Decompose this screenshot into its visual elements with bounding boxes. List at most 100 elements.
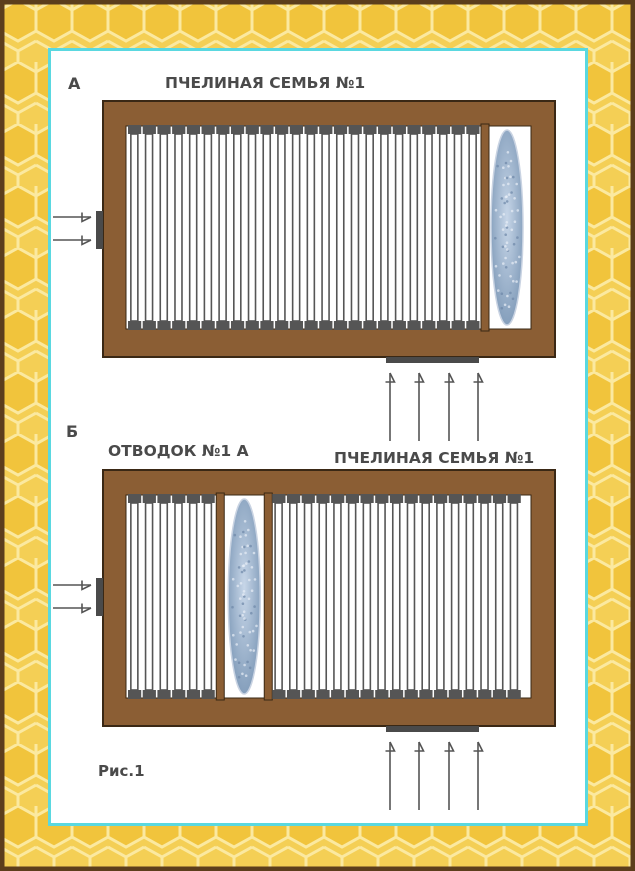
hive-a-frame-bottom-lug [260,321,274,330]
hive-a-frame-comb [424,133,433,322]
hive-a-feeder-speckle [506,248,509,251]
hive-b-comb-frame [419,494,433,699]
hive-b-feeder-speckle [237,566,241,569]
hive-b-comb-frame [142,494,156,699]
hive-a-feeder-speckle [502,183,505,187]
hive-a-frame-top-lug [333,125,348,134]
hive-b-feeder-speckle [232,633,235,637]
hive-b-feeder-speckle [241,625,245,629]
hive-b-feeder-speckle [253,605,256,608]
hive-b-frame-comb [303,502,313,691]
hive-b-frame-top-lug [419,494,433,503]
hive-b-comb-frame [301,494,315,699]
hive-a-feeder-speckle [513,220,517,223]
hive-b-frame-top-lug [301,494,315,503]
section-b-title-right: ПЧЕЛИНАЯ СЕМЬЯ №1 [334,449,535,467]
hive-b-comb-frame [389,494,404,699]
hive-b-frame-comb [406,502,416,691]
hive-a-frame-bottom-lug [275,321,289,330]
hive-b-feeder-speckle [237,661,241,664]
hive-a-frame-top-lug [260,125,274,134]
hive-a-comb-frame [363,125,377,330]
hive-a-frame-top-lug [392,125,406,134]
hive-a-frame-bottom-lug [333,321,348,330]
hive-b-feeder-speckle [244,534,248,537]
hive-b-frame-comb [480,502,489,691]
section-a-title: ПЧЕЛИНАЯ СЕМЬЯ №1 [165,74,366,92]
hive-b-frame-bottom-lug [419,690,433,699]
hive-b-feeder-speckle [247,560,251,563]
hive-b-feeder-speckle [250,611,253,615]
hive-b-feeder-speckle [255,624,258,628]
hive-a-frame-top-lug [319,125,333,134]
hive-b-feeder-speckle [247,528,250,532]
hive-a-frame-comb [409,133,419,322]
hive-a-feeder-speckle [505,176,509,180]
hive-a-frame-comb [335,133,345,322]
hive-a-comb-frame [142,125,156,330]
hive-a-frame-comb [233,133,242,322]
hive-a-feeder-speckle [506,294,509,298]
hive-b-bottom-arrow-1-head [385,741,396,752]
hive-b-frame-top-lug [448,494,462,503]
hive-b-frame-bottom-lug [186,690,201,699]
hive-a-feeder-speckle [511,297,515,301]
hive-a-comb-frame [275,125,289,330]
hive-b-comb-frame [492,494,507,699]
hive-b-feeder-speckle [239,535,242,538]
hive-b-bottom-arrow-2-head [414,741,425,752]
hive-b-feeder-speckle [241,602,245,605]
hive-a-frame-top-lug [245,125,259,134]
hive-b-frame-top-lug [272,494,286,503]
hive-b-comb-frame [434,494,448,699]
hive-b-frame-comb [318,502,328,691]
hive-a-feeder-speckle [510,191,513,194]
hive-a-feeder-speckle [509,291,512,295]
hive-b-feeder-speckle [242,593,245,596]
hive-b-feeder-speckle [231,577,235,581]
hive-a-bottom-arrow-1-head [385,372,396,383]
hive-b-feeder-speckle [233,533,237,537]
hive-b-feeder-speckle [242,610,246,613]
hive-a-bottom-arrow-4 [473,372,484,441]
hive-b-feeder-speckle [245,562,248,565]
hive-b-frame-bottom-lug [331,690,345,699]
hive-a-frame-bottom-lug [142,321,156,330]
hive-a-frame-bottom-lug [348,321,362,330]
hive-b-feeder-speckle [243,545,246,549]
hive-b-feeder-speckle [243,617,246,620]
hive-a-frame-bottom-lug [407,321,421,330]
hive-a-frame-bottom-lug [201,321,215,330]
hive-a-frame-bottom-lug [304,321,318,330]
hive-b-frame-comb [421,502,430,691]
hive-b-divider [215,492,225,701]
hive-a-comb-frame [172,125,186,330]
hive-a-frame-top-lug [304,125,318,134]
hive-a-feeder-speckle [510,209,514,213]
hive-b-frame-top-lug [360,494,374,503]
hive-b-comb-frame [507,494,521,699]
hive-a-frame-top-lug [451,125,465,134]
hive-b-frame-comb [333,502,342,691]
hive-b-frame-top-lug [434,494,448,503]
hive-b-frame-bottom-lug [142,690,156,699]
hive-a-frame-top-lug [172,125,186,134]
hive-b-frame-top-lug [375,494,389,503]
hive-a-comb-frame [436,125,451,330]
hive-a-feeder-speckle [505,241,509,244]
hive-b-comb-frame [448,494,462,699]
hive-b-frame-bottom-lug [128,690,142,699]
hive-a-comb-frame [392,125,406,330]
hive-b-feeder-speckle [242,564,246,567]
hive-b-frame-comb [159,502,169,691]
hive-a-frame-comb [218,133,227,322]
hive-b-comb-frame [478,494,492,699]
hive-a-frame-bottom-lug [216,321,230,330]
hive-b-side-arrow-2-head [81,603,92,614]
hive-a-frame-bottom-lug [378,321,392,330]
hive-b-frame-comb [450,502,460,691]
hive-a-comb-frame [157,125,171,330]
hive-a-feeder-speckle [509,175,512,179]
hive-a-feeder-speckle [512,175,515,179]
hive-a-feeder-speckle [504,161,508,165]
